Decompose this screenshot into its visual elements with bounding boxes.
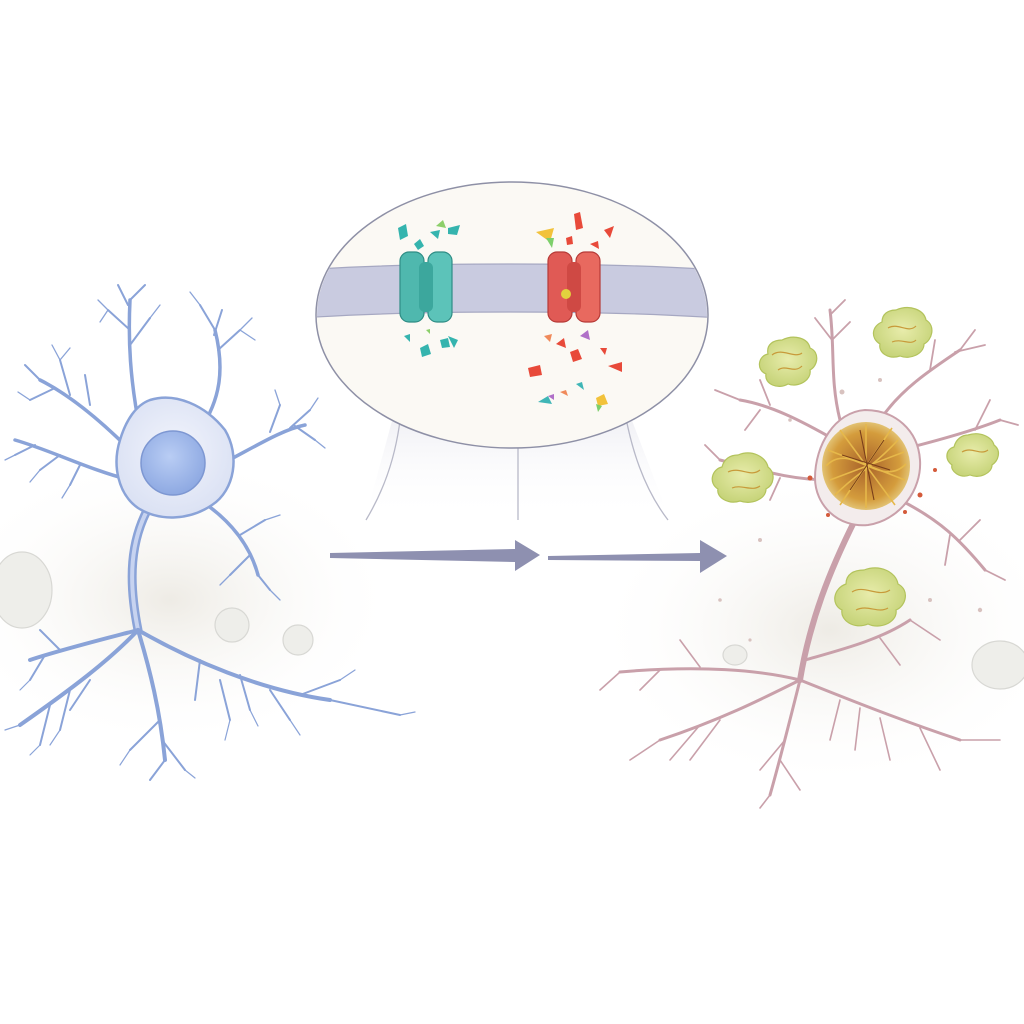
plaque-3 bbox=[711, 452, 774, 503]
plaque-4 bbox=[946, 433, 1000, 477]
faulty-ion-channel bbox=[528, 212, 622, 412]
zoom-inset bbox=[315, 181, 709, 521]
cell-membrane bbox=[317, 263, 707, 319]
left-tissue-haze bbox=[0, 450, 400, 750]
right-tissue-haze bbox=[590, 470, 1024, 790]
arrow-2 bbox=[548, 540, 727, 573]
plaque-2 bbox=[872, 307, 933, 358]
debris-specks bbox=[718, 378, 983, 642]
amyloid-plaques bbox=[711, 307, 1000, 627]
healthy-neuron bbox=[4, 284, 416, 781]
healthy-ion-channel bbox=[398, 220, 460, 357]
zoom-bubble bbox=[315, 181, 709, 449]
plaque-5 bbox=[834, 567, 906, 627]
diseased-neuron bbox=[599, 299, 1019, 809]
arrow-1 bbox=[330, 540, 540, 571]
plaque-1 bbox=[758, 336, 818, 387]
healthy-nucleus bbox=[140, 430, 206, 496]
neurofibrillary-tangle bbox=[807, 422, 937, 517]
background-vesicles bbox=[0, 551, 1024, 690]
progression-arrows bbox=[330, 540, 727, 573]
